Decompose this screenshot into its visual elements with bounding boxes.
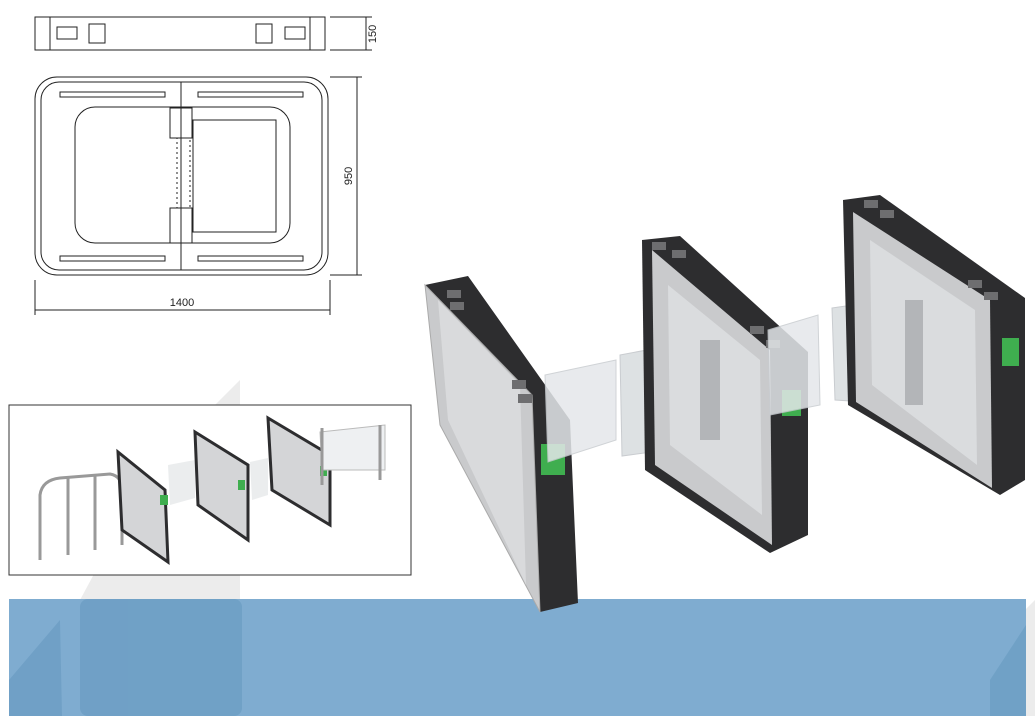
installation-inset [8, 404, 412, 576]
width-dimension-label: 1400 [170, 297, 194, 309]
status-display-green [1002, 338, 1019, 366]
glass-flap [544, 359, 617, 463]
turnstile-middle [642, 236, 808, 553]
glass-flap [767, 314, 821, 416]
banner-shadow-shapes [9, 599, 1026, 716]
turnstile-left [424, 276, 578, 613]
plan-view-drawing [34, 76, 362, 315]
height-dimension-label: 150 [367, 25, 379, 43]
turnstile-right [843, 195, 1025, 495]
depth-dimension-label: 950 [343, 167, 355, 185]
side-elevation-drawing [34, 16, 372, 51]
